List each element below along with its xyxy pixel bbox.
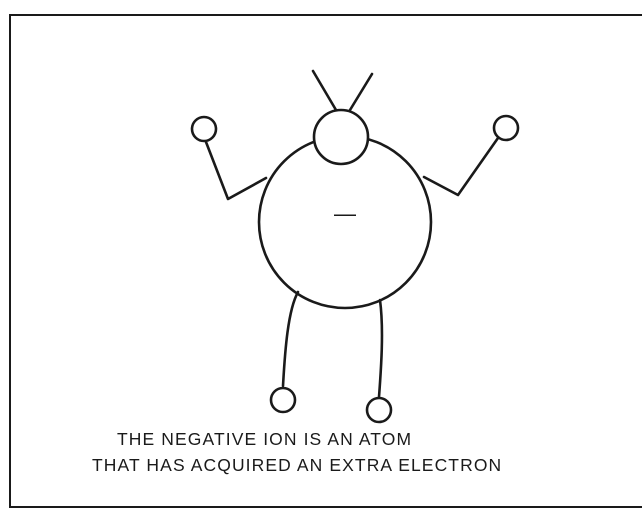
arm-right bbox=[424, 138, 498, 195]
antenna-right bbox=[350, 74, 372, 110]
caption-line-1: THE NEGATIVE ION IS AN ATOM bbox=[117, 428, 412, 450]
arm-left bbox=[206, 142, 266, 199]
electron-left-hand bbox=[192, 117, 216, 141]
leg-right bbox=[379, 300, 382, 397]
negative-charge-symbol: — bbox=[334, 201, 356, 226]
caption-line-2: THAT HAS ACQUIRED AN EXTRA ELECTRON bbox=[92, 454, 502, 476]
leg-left bbox=[283, 292, 298, 386]
electron-right-hand bbox=[494, 116, 518, 140]
electron-left-foot bbox=[271, 388, 295, 412]
antenna-left bbox=[313, 71, 336, 110]
electron-right-foot bbox=[367, 398, 391, 422]
extra-electron bbox=[314, 110, 368, 164]
